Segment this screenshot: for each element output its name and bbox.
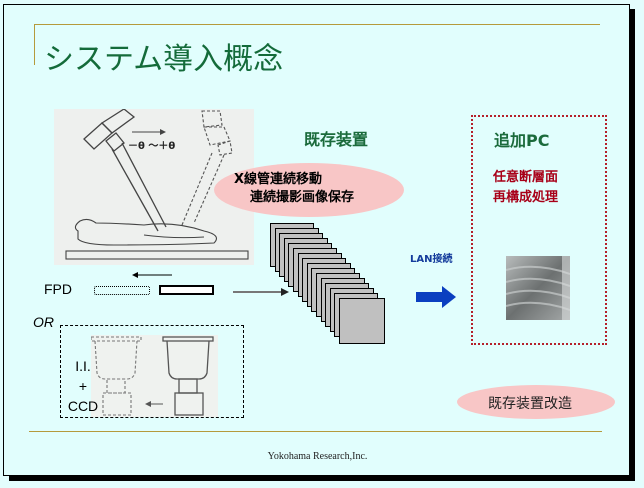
xray-image-drawing — [505, 256, 571, 320]
footer-rule — [29, 431, 602, 432]
modification-bubble — [457, 385, 615, 419]
existing-device-label: 既存装置 — [304, 130, 369, 149]
title-rule — [34, 24, 600, 25]
lan-arrow-icon — [416, 286, 456, 308]
added-pc-box — [471, 115, 607, 345]
slide: システム導入概念 －θ ～＋θ — [3, 4, 630, 476]
stack-image-frame — [339, 298, 385, 344]
fpd-label: FPD — [44, 281, 72, 297]
reconstructed-xray-image — [505, 256, 571, 320]
fpd-move-arrow-icon — [132, 272, 172, 278]
or-label: OR — [33, 314, 54, 330]
ii-ccd-box — [60, 325, 244, 418]
footer-company: Yokohama Research,Inc. — [267, 451, 368, 462]
ii-line3: CCD — [67, 398, 99, 414]
title-side-rule — [34, 24, 35, 65]
existing-device-bubble — [214, 163, 404, 217]
ii-ccd-label: I.I. + CCD — [65, 356, 101, 416]
ii-ccd-illustration — [90, 335, 218, 417]
angle-label: －θ ～＋θ — [128, 140, 175, 152]
existing-device-desc-line1: X線管連続移動 — [234, 172, 323, 187]
lan-connection-label: LAN接続 — [410, 254, 453, 265]
ii-line1: I.I. — [75, 358, 91, 374]
ii-ccd-drawing — [90, 336, 214, 416]
ii-line2: + — [78, 378, 88, 394]
added-pc-process: 任意断層面 再構成処理 — [493, 168, 558, 208]
added-pc-title: 追加PC — [494, 131, 550, 150]
xray-tube-drawing: －θ ～＋θ — [65, 108, 249, 260]
fpd-previous-position — [94, 286, 150, 295]
process-line2: 再構成処理 — [493, 190, 559, 205]
modification-note: 既存装置改造 — [488, 396, 572, 412]
slide-title: システム導入概念 — [44, 42, 284, 77]
gray-arrow-icon — [233, 288, 289, 296]
fpd-detector — [159, 285, 214, 295]
existing-device-desc-line2: 連続撮影画像保存 — [250, 190, 355, 205]
process-line1: 任意断層面 — [493, 170, 559, 185]
